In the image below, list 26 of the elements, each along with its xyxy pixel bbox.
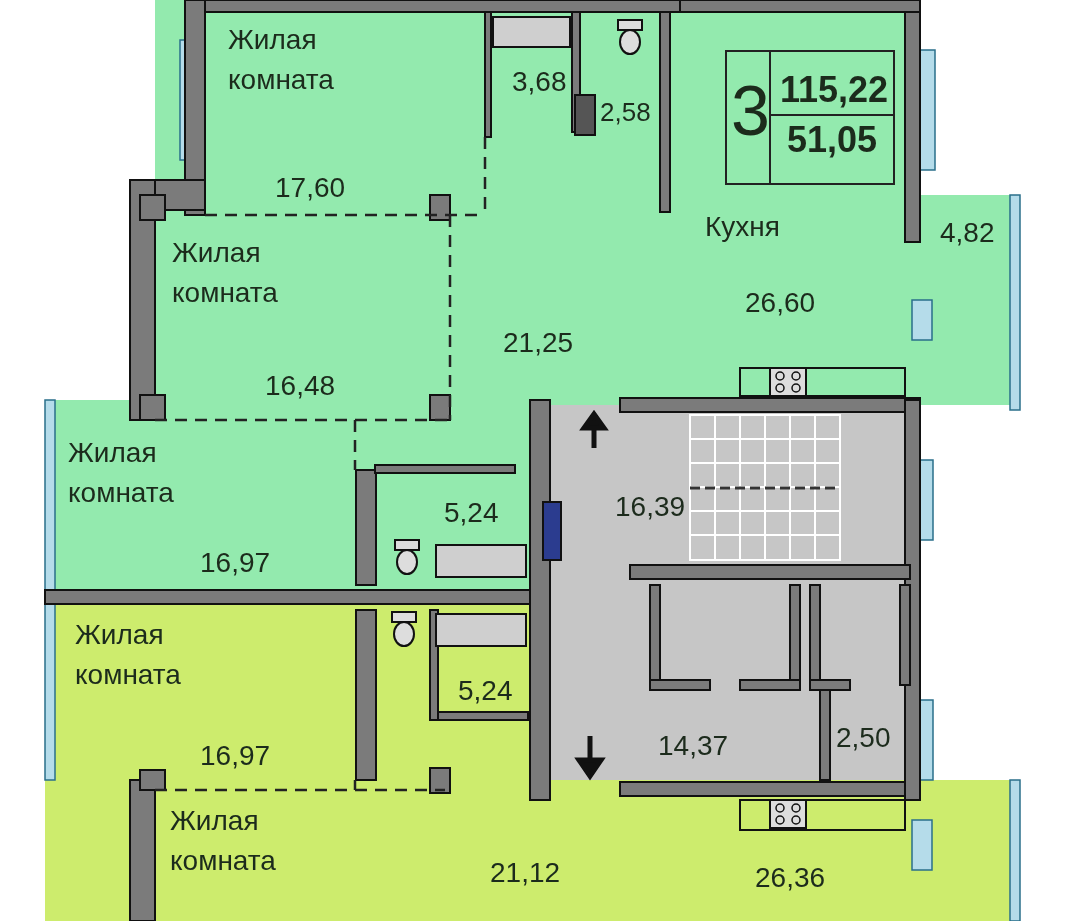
room-name: Кухня bbox=[705, 210, 780, 244]
area-value: 21,25 bbox=[503, 326, 574, 360]
room-name: Жилая комната bbox=[75, 618, 182, 692]
room-count: 3 bbox=[731, 71, 770, 152]
area-value: 5,24 bbox=[458, 674, 513, 708]
area-value: 21,12 bbox=[490, 856, 561, 890]
room-name: Жилая комната bbox=[228, 23, 335, 97]
apartment-info-box bbox=[725, 50, 895, 185]
room-name: Жилая комната bbox=[68, 436, 175, 510]
area-value: 16,97 bbox=[200, 739, 271, 773]
total-area: 115,22 bbox=[780, 68, 889, 112]
area-value: 5,24 bbox=[444, 496, 499, 530]
area-value: 16,48 bbox=[265, 369, 336, 403]
area-value: 17,60 bbox=[275, 171, 346, 205]
area-value: 3,68 bbox=[512, 65, 567, 99]
area-value: 4,82 bbox=[940, 216, 995, 250]
area-value: 16,97 bbox=[200, 546, 271, 580]
area-value: 14,37 bbox=[658, 729, 729, 763]
area-value: 26,36 bbox=[755, 861, 826, 895]
area-value: 2,50 bbox=[836, 721, 891, 755]
area-value: 26,60 bbox=[745, 286, 816, 320]
room-name: Жилая комната bbox=[170, 804, 277, 878]
area-value: 2,58 bbox=[600, 96, 651, 129]
room-name: Жилая комната bbox=[172, 236, 279, 310]
area-value: 16,39 bbox=[615, 490, 686, 524]
living-area: 51,05 bbox=[787, 118, 878, 162]
